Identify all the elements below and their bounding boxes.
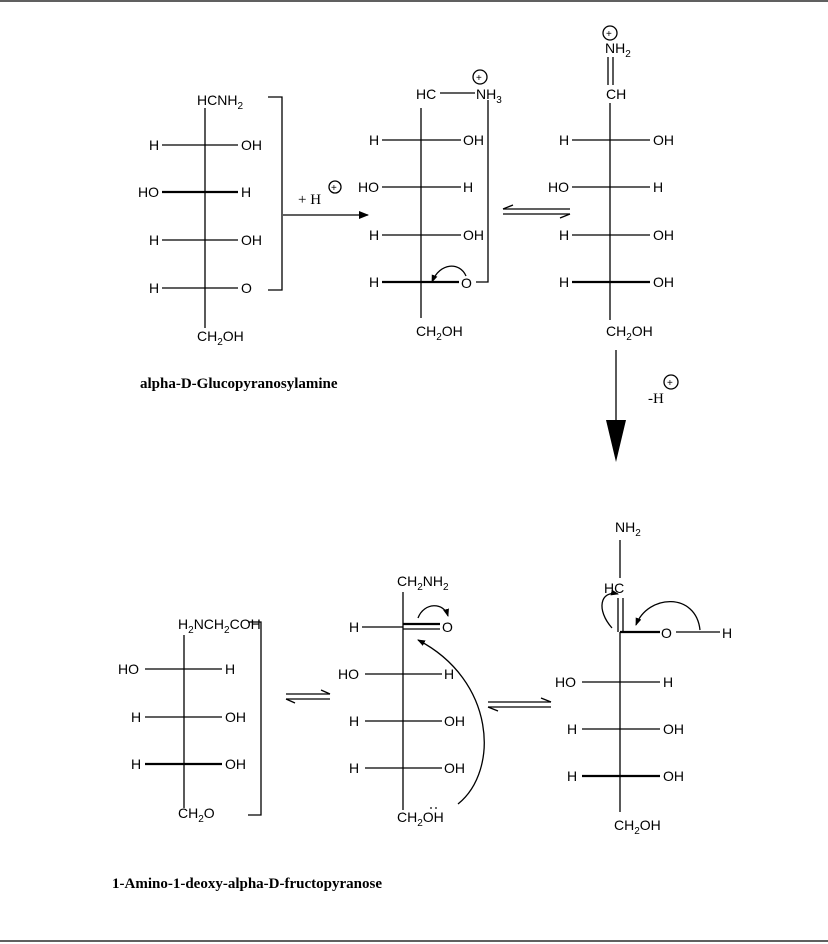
remove-proton-label: -H bbox=[648, 391, 664, 407]
h-label: H bbox=[131, 756, 141, 772]
caption-glucopyranosylamine: alpha-D-Glucopyranosylamine bbox=[140, 376, 338, 392]
ho-label: HO bbox=[555, 674, 576, 690]
h-label: H bbox=[149, 232, 159, 248]
h-label: H bbox=[149, 280, 159, 296]
enol-oxygen-label: O bbox=[661, 625, 672, 641]
ch2oh-label: CH2OH bbox=[614, 817, 661, 837]
h-label: H bbox=[349, 760, 359, 776]
h-label: H bbox=[559, 132, 569, 148]
plus-sign: + bbox=[667, 378, 673, 389]
structure-protonated-ring: HC NH3 + H OH HO H H OH H O CH2OH bbox=[358, 70, 502, 343]
ho-label: HO bbox=[118, 661, 139, 677]
oh-label: OH bbox=[241, 137, 262, 153]
h-label: H bbox=[559, 227, 569, 243]
h-label: H bbox=[567, 768, 577, 784]
ch2o-label: CH2O bbox=[178, 805, 215, 825]
h-label: H bbox=[349, 713, 359, 729]
h-label: H bbox=[559, 274, 569, 290]
equilibrium-arrow-icon bbox=[503, 205, 570, 218]
ring-oxygen-label: O bbox=[461, 275, 472, 291]
oh-label: OH bbox=[225, 756, 246, 772]
ho-label: HO bbox=[548, 179, 569, 195]
hc-label: HC bbox=[416, 86, 436, 102]
oh-label: OH bbox=[653, 132, 674, 148]
equilibrium-arrow-icon bbox=[286, 690, 330, 703]
h-label: H bbox=[225, 661, 235, 677]
c1-label: HCNH2 bbox=[197, 92, 243, 112]
structure-glucopyranosylamine: HCNH2 H OH HO H H OH H O CH2OH bbox=[138, 92, 282, 348]
structure-iminium: + NH2 CH H OH HO H H OH H OH CH2OH bbox=[548, 26, 674, 343]
oh-label: OH bbox=[663, 721, 684, 737]
structure-enol: NH2 HC O H HO H H OH H OH CH2OH bbox=[555, 519, 732, 837]
h-label: H bbox=[369, 227, 379, 243]
oh-label: OH bbox=[444, 760, 465, 776]
h-label: H bbox=[653, 179, 663, 195]
h-label: H bbox=[131, 709, 141, 725]
oh-label: OH bbox=[663, 768, 684, 784]
caption-fructopyranose: 1-Amino-1-deoxy-alpha-D-fructopyranose bbox=[112, 876, 382, 892]
structure-fructopyranose: H2NCH2COH HO H H OH H OH CH2O bbox=[118, 616, 261, 825]
ho-label: HO bbox=[338, 666, 359, 682]
plus-sign: + bbox=[476, 73, 482, 84]
ch2oh-label: CH2OH bbox=[197, 328, 244, 348]
oh-label: OH bbox=[444, 713, 465, 729]
ch2oh-label: CH2OH bbox=[606, 323, 653, 343]
arrowhead-down-icon bbox=[606, 420, 626, 462]
equilibrium-arrow-icon bbox=[488, 698, 551, 711]
h-label: H bbox=[663, 674, 673, 690]
h-label: H bbox=[349, 619, 359, 635]
h2nch2coh-label: H2NCH2COH bbox=[178, 616, 261, 636]
h-label: H bbox=[722, 625, 732, 641]
structure-keto-amine: CH2NH2 H O HO H H OH H OH CH2OH bbox=[338, 573, 484, 829]
ch-label: CH bbox=[606, 86, 626, 102]
h-label: H bbox=[567, 721, 577, 737]
curved-arrow-icon bbox=[602, 593, 618, 628]
h-label: H bbox=[241, 184, 251, 200]
oh-label: OH bbox=[653, 274, 674, 290]
carbonyl-oxygen-label: O bbox=[442, 619, 453, 635]
nh3-label: NH3 bbox=[476, 86, 502, 106]
oh-label: OH bbox=[463, 132, 484, 148]
ho-label: HO bbox=[138, 184, 159, 200]
h-label: H bbox=[369, 132, 379, 148]
ho-label: HO bbox=[358, 179, 379, 195]
nh2-label: NH2 bbox=[605, 40, 631, 60]
oh-label: OH bbox=[225, 709, 246, 725]
ch2oh-label: CH2OH bbox=[416, 323, 463, 343]
h-label: H bbox=[463, 179, 473, 195]
curved-arrow-icon bbox=[418, 606, 448, 618]
h-label: H bbox=[369, 274, 379, 290]
ch2oh-label: CH2OH bbox=[397, 809, 444, 829]
nh2-label: NH2 bbox=[615, 519, 641, 539]
h-label: H bbox=[444, 666, 454, 682]
plus-sign: + bbox=[331, 183, 337, 194]
add-proton-label: + H bbox=[298, 192, 321, 208]
oh-label: OH bbox=[653, 227, 674, 243]
ring-oxygen-label: O bbox=[241, 280, 252, 296]
h-label: H bbox=[149, 137, 159, 153]
oh-label: OH bbox=[463, 227, 484, 243]
plus-sign: + bbox=[606, 29, 612, 40]
ch2nh2-label: CH2NH2 bbox=[397, 573, 449, 593]
oh-label: OH bbox=[241, 232, 262, 248]
